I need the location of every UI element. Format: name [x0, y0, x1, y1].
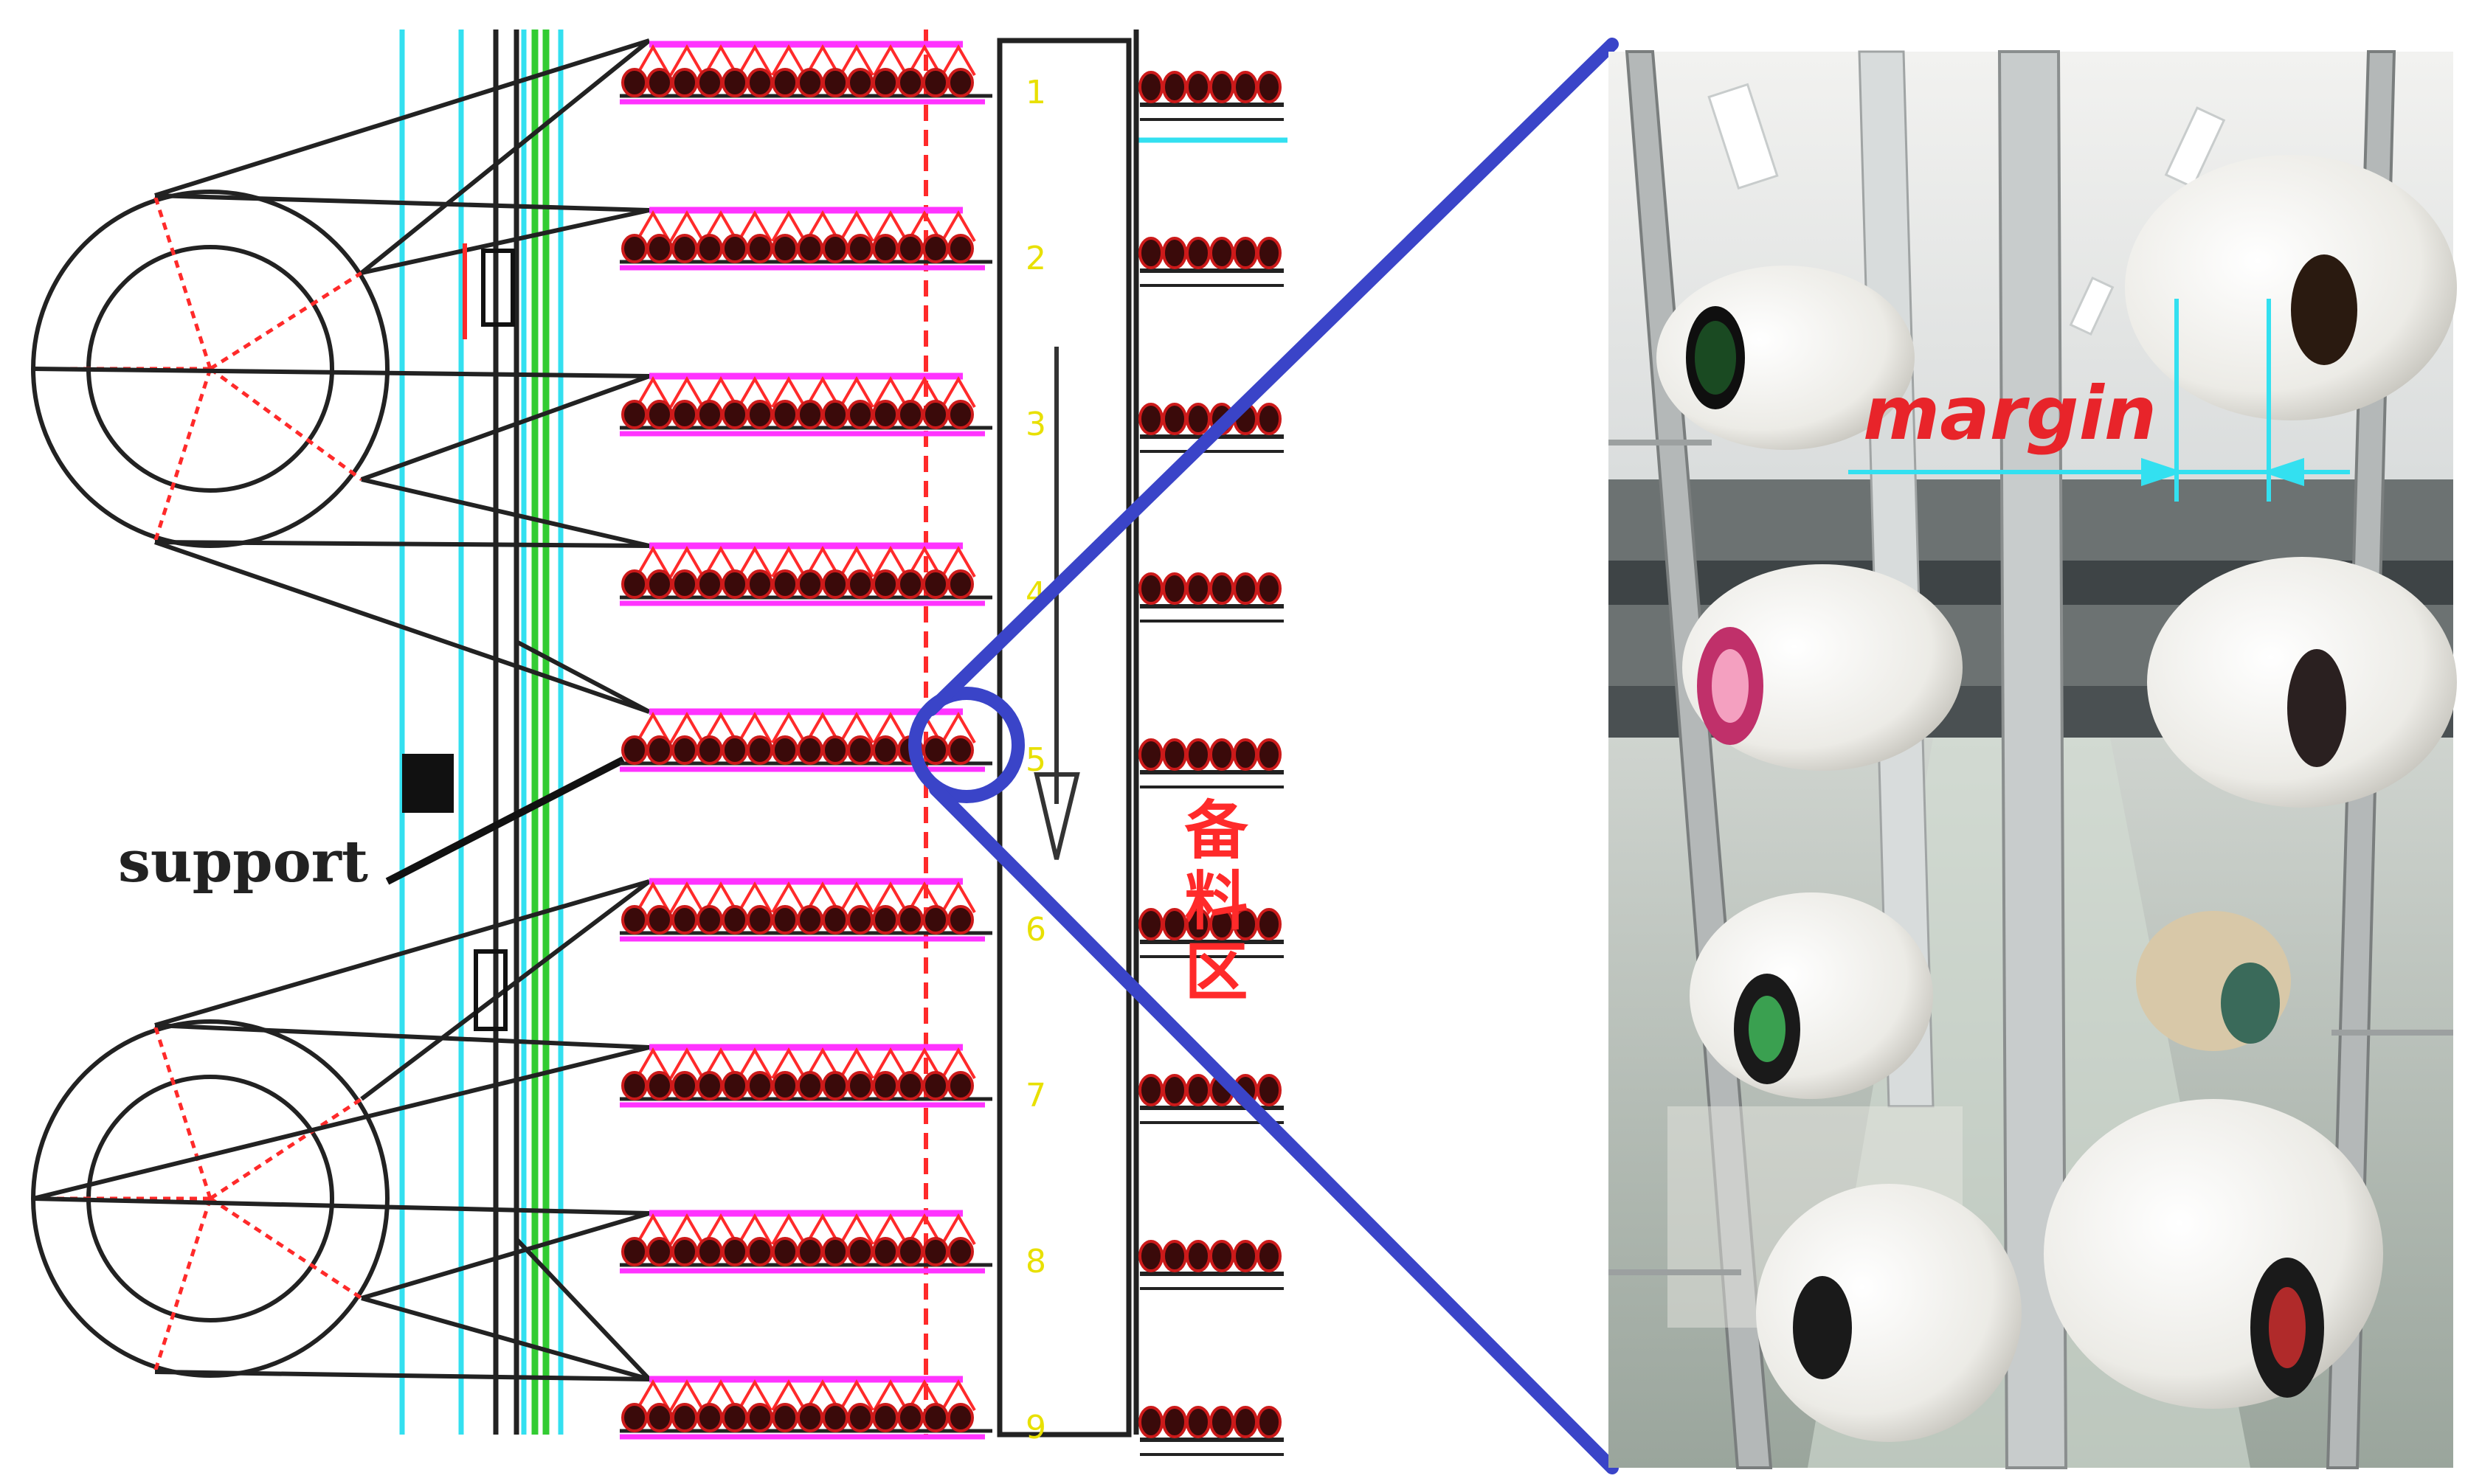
flow-arrow: [1034, 347, 1080, 860]
zoom-circle: [908, 687, 1025, 803]
right-bobbin-group: [1138, 572, 1284, 623]
creel-row: [620, 372, 992, 437]
yarn-path-lines: [32, 38, 651, 1381]
aisle-box: [997, 38, 1132, 1438]
row-number: 6: [1026, 911, 1046, 949]
right-bobbin-group: [1138, 237, 1284, 287]
row-number: 1: [1026, 74, 1046, 111]
yarn-bobbin-icon: [1656, 155, 2457, 1442]
row-number: 7: [1026, 1077, 1046, 1114]
creel-row: [620, 1210, 992, 1274]
cyan-guide-lines: [399, 30, 1287, 1435]
creel-row: [620, 542, 992, 606]
creel-row: [620, 207, 992, 271]
green-guide-lines: [531, 30, 550, 1435]
right-bobbin-group: [1138, 908, 1284, 958]
creel-photo: margin: [1608, 50, 2457, 1469]
row-number: 8: [1026, 1243, 1046, 1280]
row-number: 2: [1026, 240, 1046, 277]
row-number: 9: [1026, 1409, 1046, 1446]
tension-devices: [463, 243, 515, 1031]
right-bobbin-group: [1138, 1240, 1284, 1290]
right-bobbin-group: [1138, 738, 1284, 788]
support-block: [402, 754, 454, 813]
zoom-connector: [908, 38, 1619, 1474]
row-number: 3: [1026, 406, 1046, 443]
right-bobbin-group: [1138, 1406, 1284, 1456]
row-number: 5: [1026, 741, 1046, 779]
creel-row: [620, 1376, 992, 1440]
creel-row: [620, 41, 992, 105]
margin-label: margin: [1863, 370, 2157, 457]
right-bobbin-group: [1138, 71, 1284, 121]
creel-rows: [620, 41, 992, 1440]
creel-row: [620, 708, 992, 772]
support-label: support: [118, 828, 368, 895]
margin-dimension: [1848, 299, 2350, 502]
creel-row: [620, 1044, 992, 1108]
right-bobbin-column: [1138, 71, 1284, 1456]
material-area-label: 备料区: [1173, 797, 1248, 1009]
machine-rails: [493, 30, 519, 1435]
creel-row: [620, 878, 992, 942]
support-pointer: [385, 756, 626, 885]
